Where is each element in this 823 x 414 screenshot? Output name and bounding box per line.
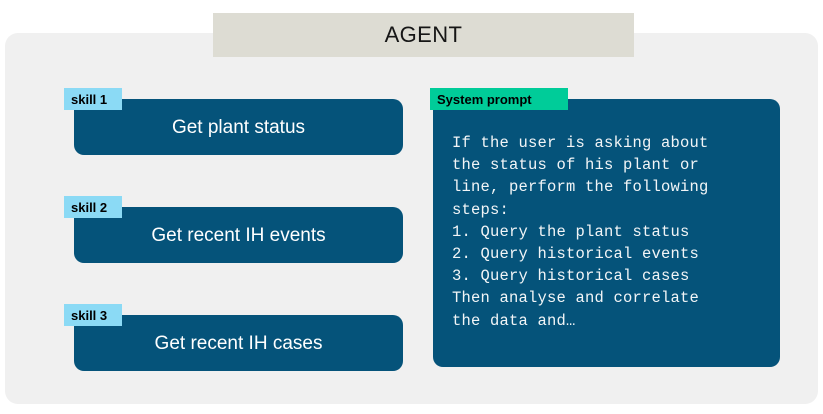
skill-card-2[interactable]: Get recent IH events	[74, 207, 403, 263]
skill-3-tag: skill 3	[64, 304, 122, 326]
page-title: AGENT	[384, 22, 463, 47]
skill-card-3[interactable]: Get recent IH cases	[74, 315, 403, 371]
skill-1-tag: skill 1	[64, 88, 122, 110]
system-prompt-text: If the user is asking about the status o…	[452, 134, 709, 330]
skill-card-1-label: Get plant status	[171, 116, 306, 138]
agent-header: AGENT	[213, 13, 634, 57]
skill-card-2-label: Get recent IH events	[151, 224, 326, 246]
system-prompt-card[interactable]: If the user is asking about the status o…	[433, 99, 780, 367]
skill-2-tag: skill 2	[64, 196, 122, 218]
skill-card-3-label: Get recent IH cases	[154, 332, 323, 354]
system-prompt-tag: System prompt	[430, 88, 568, 110]
skill-card-1[interactable]: Get plant status	[74, 99, 403, 155]
